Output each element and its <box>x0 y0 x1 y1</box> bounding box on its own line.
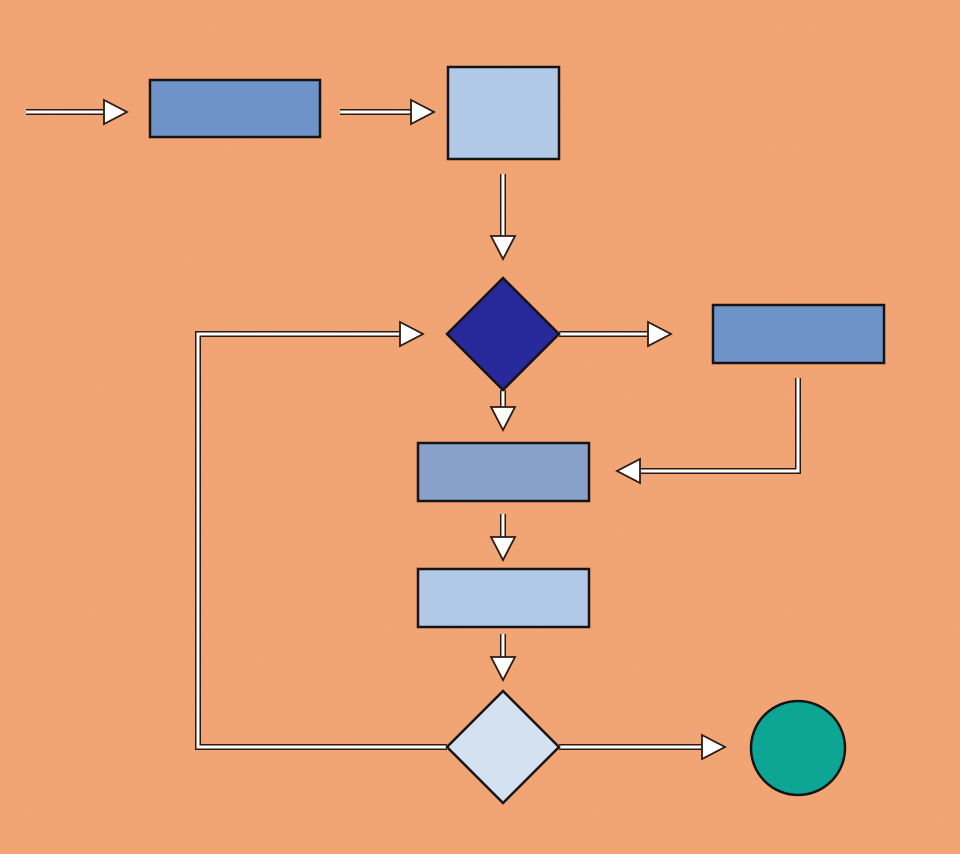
arrowheads <box>103 98 727 761</box>
arrowhead-process-2-to-decision-1 <box>489 235 517 261</box>
process-1-box <box>148 78 322 139</box>
process-3-box <box>711 303 886 365</box>
arrowhead-process-4-to-process-5 <box>489 536 517 562</box>
connectors <box>26 109 801 750</box>
decision-1-diamond <box>445 276 561 392</box>
arrowhead-decision-2-to-terminal <box>701 733 727 761</box>
decision-2-diamond <box>445 689 561 805</box>
process-4-box <box>416 441 591 503</box>
arrowhead-process-5-to-decision-2 <box>489 656 517 682</box>
arrowhead-start-to-process-1 <box>103 98 129 126</box>
arrowhead-process-3-to-process-4 <box>615 457 641 485</box>
connector-process-3-to-process-4 <box>640 378 800 473</box>
connector-decision-2-to-decision-1 <box>196 332 447 749</box>
terminal-circle <box>749 699 847 797</box>
process-2-box <box>446 65 561 161</box>
arrowhead-decision-1-to-process-3 <box>647 320 673 348</box>
arrowhead-decision-2-to-decision-1 <box>399 320 425 348</box>
arrowhead-decision-1-to-process-4 <box>489 406 517 432</box>
arrowhead-process-1-to-process-2 <box>410 98 436 126</box>
flowchart-nodes <box>148 65 886 805</box>
process-5-box <box>416 567 591 629</box>
